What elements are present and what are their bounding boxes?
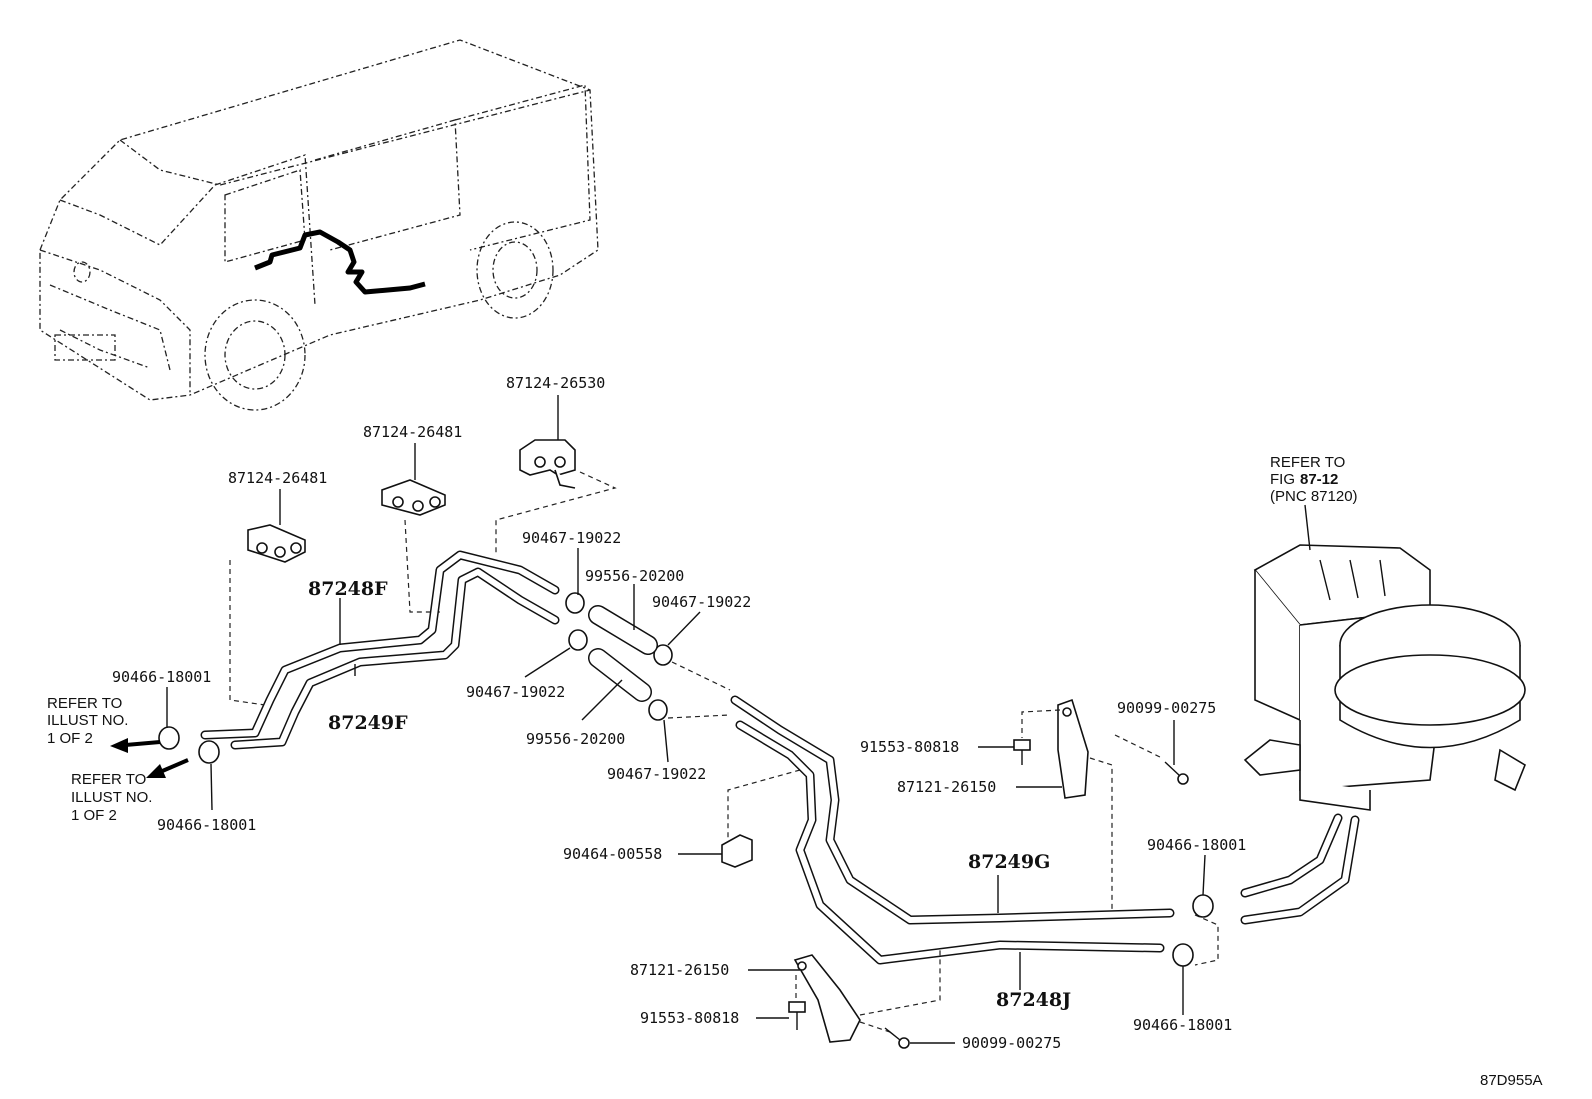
arrow-down-left-icon — [146, 758, 189, 778]
label-90464-00558: 90464-00558 — [563, 845, 662, 863]
leader-dash — [859, 950, 941, 1016]
leader-dash — [229, 560, 266, 706]
pipe-87248J — [735, 720, 1165, 965]
hose-clamp-90466-right-b — [1172, 943, 1194, 967]
pipe-87249F — [230, 567, 560, 750]
bracket-87121-26150-bottom — [793, 954, 861, 1043]
leader-dash — [495, 471, 617, 555]
leader-dash — [1021, 709, 1061, 738]
label-87248J: 87248J — [996, 989, 1071, 1011]
label-90099-00275-right: 90099-00275 — [1117, 699, 1216, 717]
note-line: ILLUST NO. — [47, 712, 128, 729]
label-90466-18001-right-bottom: 90466-18001 — [1133, 1016, 1232, 1034]
leader-dash — [1194, 914, 1219, 966]
label-87249G: 87249G — [968, 851, 1050, 873]
leader-dash — [667, 714, 731, 719]
clamp-87124-26481-left — [247, 524, 306, 563]
label-90099-00275-bottom: 90099-00275 — [962, 1034, 1061, 1052]
hose-clamp-90467-c — [653, 644, 673, 666]
heater-pipes — [1240, 813, 1360, 925]
pipe-87249G — [730, 695, 1175, 925]
heater-unit — [1243, 544, 1526, 811]
note-refer-illust-2: REFER TO ILLUST NO. 1 OF 2 — [71, 771, 152, 824]
note-fig-number: 87-12 — [1300, 471, 1338, 488]
leader-dash — [671, 661, 731, 691]
leader-dash — [1089, 757, 1113, 910]
clip-90464-00558 — [721, 834, 753, 868]
note-refer-fig: REFER TO FIG 87-12 (PNC 87120) — [1270, 454, 1358, 505]
label-90467-19022-d: 90467-19022 — [607, 765, 706, 783]
bolt-91553-80818-bottom — [788, 1001, 806, 1030]
note-line: (PNC 87120) — [1270, 488, 1358, 505]
bolt-91553-80818-right — [1013, 739, 1031, 765]
note-line: REFER TO — [47, 695, 122, 712]
note-refer-illust-1: REFER TO ILLUST NO. 1 OF 2 — [47, 695, 128, 747]
note-line: REFER TO — [71, 771, 146, 788]
arrow-left-icon — [110, 738, 161, 753]
screw-90099-00275-right — [1164, 761, 1189, 785]
note-line: FIG — [1270, 471, 1295, 488]
clamp-87124-26481-center — [381, 479, 446, 516]
van-illustration — [39, 39, 599, 411]
label-87124-26481-center: 87124-26481 — [363, 423, 462, 441]
hose-clamp-90466-left-a — [158, 726, 180, 750]
label-87121-26150-bottom: 87121-26150 — [630, 961, 729, 979]
note-line: 1 OF 2 — [47, 730, 93, 747]
label-87249F: 87249F — [328, 712, 408, 734]
label-90466-18001-right-top: 90466-18001 — [1147, 836, 1246, 854]
label-99556-20200-b: 99556-20200 — [526, 730, 625, 748]
label-90467-19022-b: 90467-19022 — [652, 593, 751, 611]
hose-99556-b — [588, 648, 652, 702]
label-99556-20200-a: 99556-20200 — [585, 567, 684, 585]
note-line: ILLUST NO. — [71, 789, 152, 806]
hose-clamp-90467-d — [648, 699, 668, 721]
clamp-87124-26530 — [519, 439, 576, 489]
label-90466-18001-left-top: 90466-18001 — [112, 668, 211, 686]
pipe-87248F — [200, 550, 560, 740]
figure-id: 87D955A — [1480, 1072, 1543, 1089]
leader-dash — [1114, 734, 1163, 759]
label-91553-80818-right: 91553-80818 — [860, 738, 959, 756]
label-87248F: 87248F — [308, 578, 388, 600]
label-90467-19022-c: 90467-19022 — [466, 683, 565, 701]
leader-dash — [859, 1021, 891, 1033]
label-91553-80818-bottom: 91553-80818 — [640, 1009, 739, 1027]
hose-clamp-90467-b — [568, 629, 588, 651]
note-line: 1 OF 2 — [71, 807, 117, 824]
label-87124-26481-left: 87124-26481 — [228, 469, 327, 487]
bracket-87121-26150-right — [1057, 698, 1089, 799]
hose-clamp-90466-left-b — [198, 740, 220, 764]
hose-99556-a — [588, 605, 658, 655]
hose-clamp-90467-a — [565, 592, 585, 614]
leader-lines — [166, 395, 1311, 1044]
label-90467-19022-a: 90467-19022 — [522, 529, 621, 547]
label-87121-26150-right: 87121-26150 — [897, 778, 996, 796]
leader-dash — [727, 769, 801, 840]
hose-clamp-90466-right-a — [1192, 894, 1214, 918]
note-line: REFER TO — [1270, 454, 1345, 471]
screw-90099-00275-bottom — [884, 1027, 910, 1049]
label-87124-26530: 87124-26530 — [506, 374, 605, 392]
label-90466-18001-left-bottom: 90466-18001 — [157, 816, 256, 834]
